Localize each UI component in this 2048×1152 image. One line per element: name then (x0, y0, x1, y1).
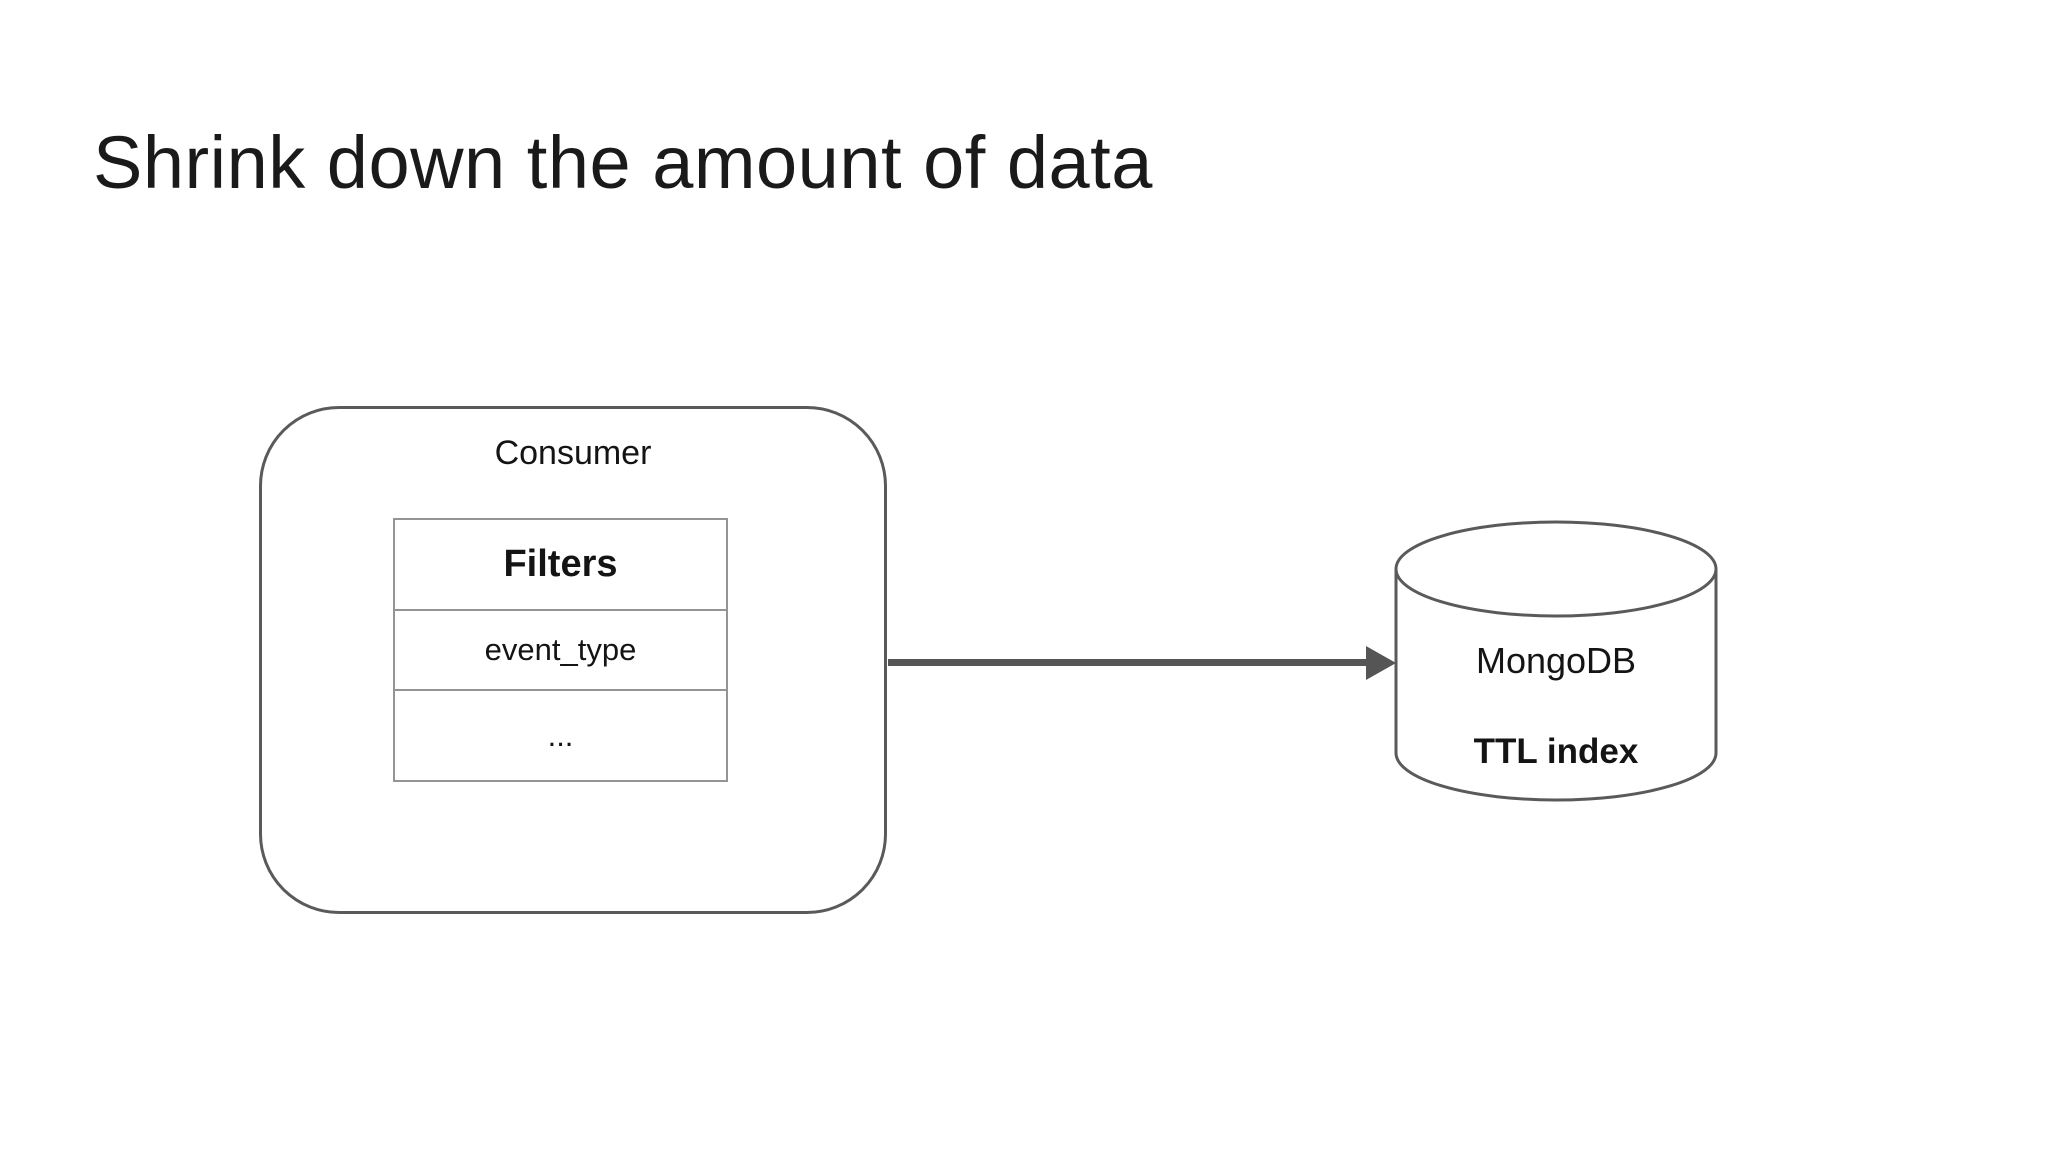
database-cylinder-icon (1394, 520, 1718, 802)
filters-row-ellipsis: ... (547, 717, 574, 753)
flow-arrow-line (888, 659, 1369, 666)
filters-row-event-type: event_type (395, 611, 726, 691)
consumer-box: Consumer Filters event_type ... (259, 406, 887, 914)
database-name: MongoDB (1475, 640, 1637, 681)
database-feature: TTL index (1473, 732, 1639, 771)
flow-arrow-head-icon (1366, 646, 1396, 680)
filters-table-header: Filters (395, 520, 726, 611)
consumer-label: Consumer (494, 434, 652, 472)
slide-title: Shrink down the amount of data (93, 121, 1153, 204)
filters-table: Filters event_type ... (393, 518, 728, 782)
